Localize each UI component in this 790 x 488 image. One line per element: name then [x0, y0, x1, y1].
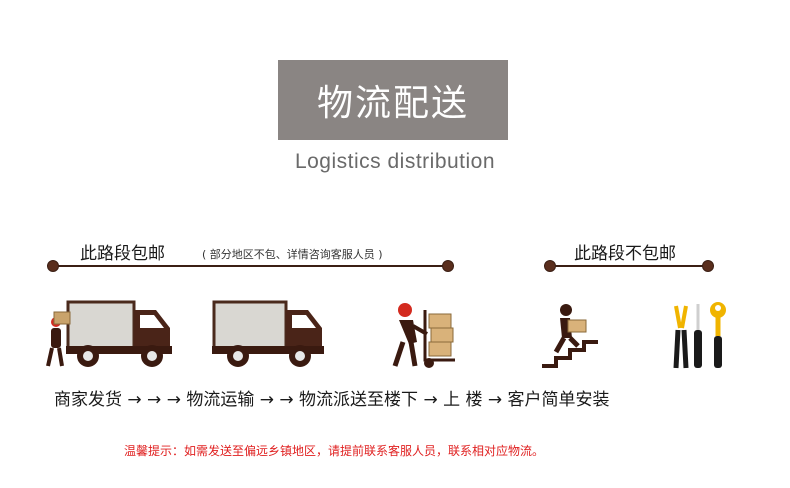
free-line-end-dot	[442, 260, 454, 272]
page-title: 物流配送	[316, 83, 469, 124]
title-banner: 物流配送	[278, 60, 508, 140]
not-free-line-end-dot	[702, 260, 714, 272]
delivery-truck-icon	[44, 298, 176, 370]
delivery-steps: 商家发货 → → → 物流运输 → → 物流派送至楼下 → 上 楼 → 客户简单…	[54, 390, 610, 410]
climbing-stairs-icon	[538, 302, 608, 372]
page-subtitle: Logistics distribution	[294, 150, 496, 173]
notice-text: 温馨提示：如需发送至偏远乡镇地区，请提前联系客服人员，联系相对应物流。	[124, 444, 545, 458]
free-line-start-dot	[47, 260, 59, 272]
not-free-line-start-dot	[544, 260, 556, 272]
free-shipping-line	[52, 265, 452, 267]
tools-icon	[668, 300, 732, 372]
free-shipping-note: ( 部分地区不包、详情咨询客服人员 )	[202, 248, 383, 261]
not-free-line	[552, 265, 710, 267]
hand-truck-icon	[385, 300, 465, 370]
not-free-label: 此路段不包邮	[574, 244, 676, 264]
free-shipping-label: 此路段包邮	[80, 244, 165, 264]
delivery-truck-icon	[200, 298, 332, 370]
